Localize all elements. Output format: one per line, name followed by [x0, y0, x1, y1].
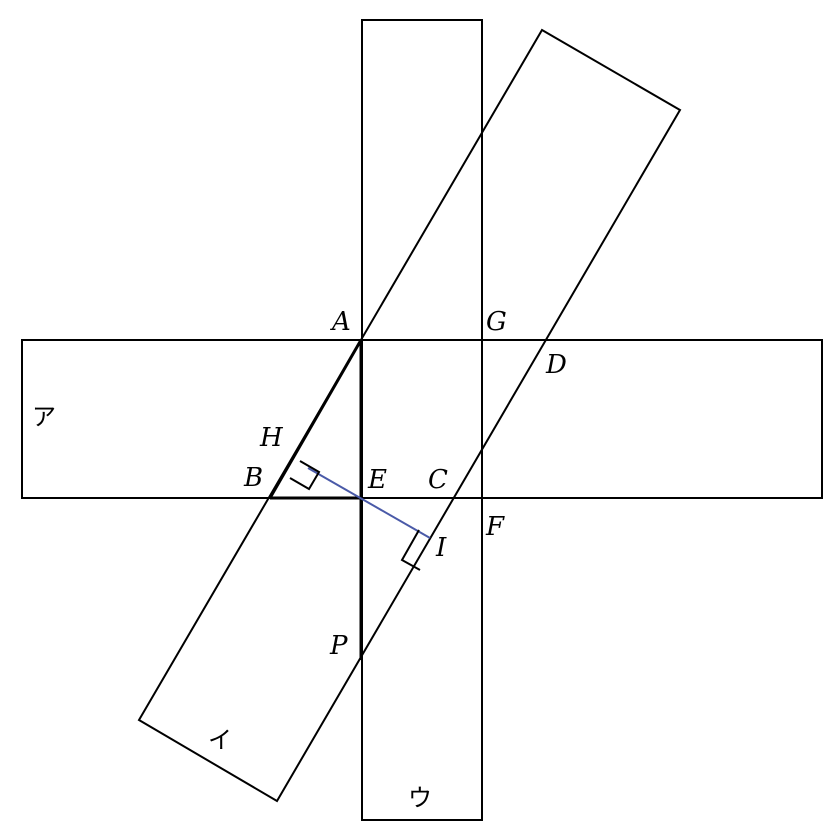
label-i: I	[435, 533, 447, 563]
segment-ab	[268, 339, 363, 499]
label-a: A	[330, 307, 351, 337]
right-angle-h	[289, 460, 321, 491]
rect-i	[137, 28, 682, 803]
label-rect-u: ウ	[408, 784, 432, 812]
right-angle-i	[400, 529, 421, 571]
label-rect-a: ア	[32, 403, 56, 431]
label-b: B	[243, 463, 263, 493]
label-d: D	[545, 350, 567, 380]
label-g: G	[486, 307, 507, 337]
rect-a	[21, 339, 823, 499]
label-f: F	[485, 512, 505, 542]
label-p: P	[329, 631, 348, 661]
perpendicular-hi	[307, 467, 431, 539]
label-h: H	[259, 423, 284, 453]
label-rect-i: イ	[208, 726, 232, 754]
rect-u	[361, 19, 483, 821]
label-c: C	[428, 465, 448, 495]
label-e: E	[367, 465, 387, 495]
